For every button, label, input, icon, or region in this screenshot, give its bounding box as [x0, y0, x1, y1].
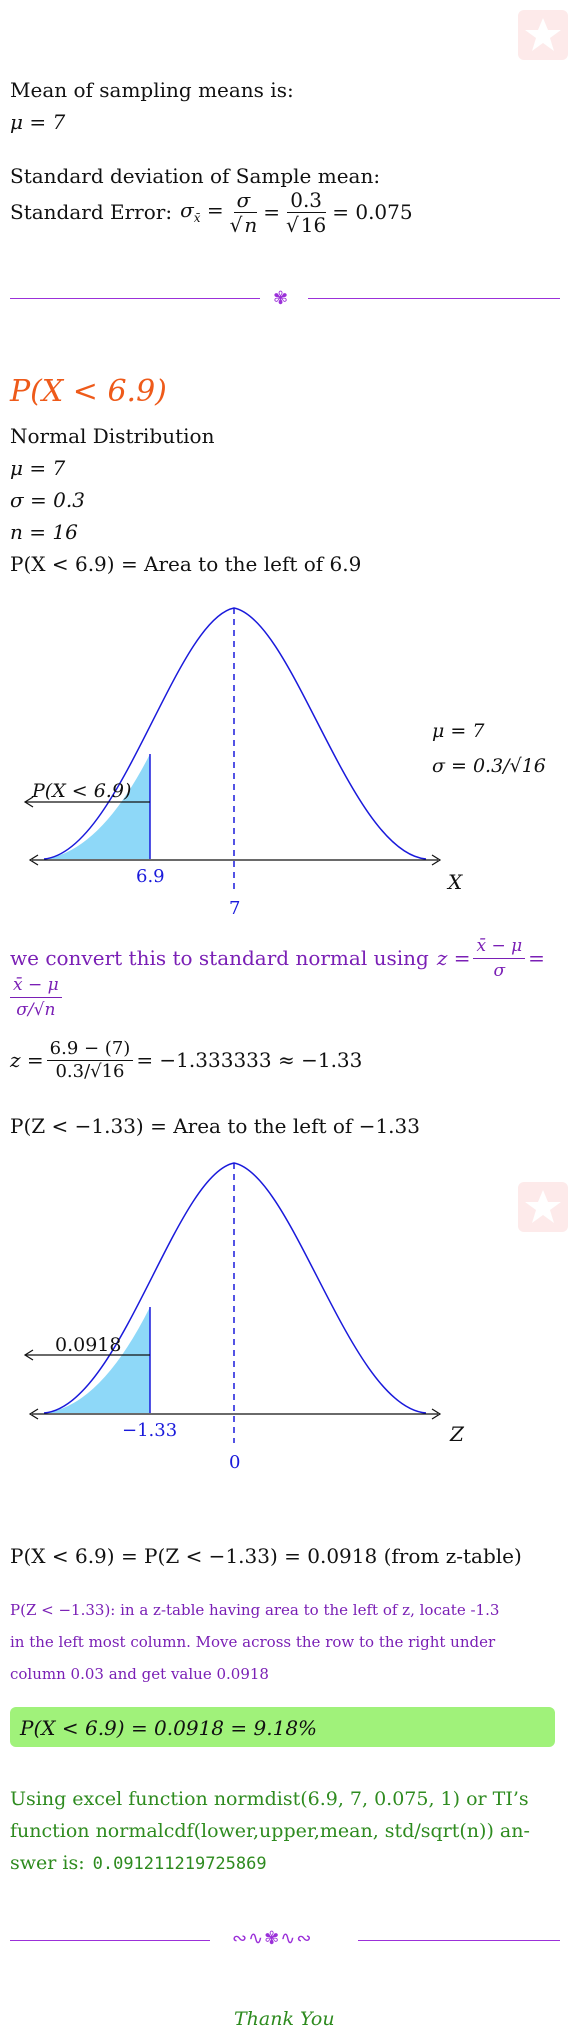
convert-statement: we convert this to standard normal using… — [10, 935, 545, 981]
mean-title: Mean of sampling means is: — [10, 78, 294, 102]
mean-value-label: 7 — [229, 898, 241, 919]
result-line: P(X < 6.9) = P(Z < −1.33) = 0.0918 (from… — [10, 1544, 522, 1568]
divider-line — [358, 1940, 560, 1941]
standard-error-equation: Standard Error: σx̄ = σ √n = 0.3 √16 = 0… — [10, 187, 413, 237]
section-heading: P(X < 6.9) — [10, 374, 167, 409]
axis-label: Z — [450, 1422, 464, 1446]
watermark-icon — [518, 10, 568, 60]
left-area-label: P(X < 6.9) — [32, 780, 132, 802]
arrow-icon — [28, 1408, 39, 1420]
normal-curve — [43, 1162, 427, 1414]
normal-curve — [43, 607, 427, 860]
se-label: Standard Error: — [10, 200, 173, 224]
z-table-note-3: column 0.03 and get value 0.0918 — [10, 1665, 269, 1683]
distribution-name: Normal Distribution — [10, 424, 215, 448]
arrow-icon — [431, 1408, 442, 1420]
excel-line-1: Using excel function normdist(6.9, 7, 0.… — [10, 1788, 529, 1810]
cut-value-label: 6.9 — [136, 866, 165, 887]
arrow-icon — [431, 854, 442, 866]
se-fraction-2: 0.3 √16 — [286, 187, 327, 237]
shaded-area — [44, 1307, 150, 1413]
graph-sigma-label: σ = 0.3/√16 — [432, 755, 546, 777]
answer-box — [10, 1707, 555, 1747]
se-result: = 0.075 — [332, 200, 413, 224]
excel-line-3: swer is: 0.091211219725869 — [10, 1852, 267, 1874]
sigma-value: σ = 0.3 — [10, 488, 85, 512]
n-value: n = 16 — [10, 520, 78, 544]
left-area-value: 0.0918 — [55, 1334, 122, 1356]
arrow-icon — [23, 1349, 34, 1361]
z-table-note-2: in the left most column. Move across the… — [10, 1633, 496, 1651]
zero-label: 0 — [229, 1452, 241, 1473]
divider-line — [10, 1940, 210, 1941]
graph-mu-label: μ = 7 — [432, 720, 485, 742]
shaded-area — [44, 754, 150, 859]
divider-line — [10, 298, 260, 299]
divider-line — [308, 298, 560, 299]
arrow-icon — [23, 796, 34, 808]
thank-you: Thank You — [234, 2008, 335, 2030]
axis-label: X — [448, 870, 463, 894]
mean-equation: μ = 7 — [10, 110, 66, 134]
cut-z-label: −1.33 — [122, 1420, 178, 1441]
z-table-note-1: P(Z < −1.33): in a z-table having area t… — [10, 1601, 500, 1619]
ornament-icon: ∾∿✾∿∾ — [232, 1928, 313, 1949]
sd-title: Standard deviation of Sample mean: — [10, 164, 381, 188]
ornament-icon: ✾ — [273, 288, 289, 309]
mu-value: μ = 7 — [10, 456, 66, 480]
area-statement: P(X < 6.9) = Area to the left of 6.9 — [10, 552, 362, 576]
z-formula-fraction: x̄ − μ σ — [473, 936, 526, 981]
excel-value: 0.091211219725869 — [92, 1854, 267, 1874]
final-answer: P(X < 6.9) = 0.0918 = 9.18% — [20, 1716, 318, 1740]
arrow-icon — [28, 854, 39, 866]
watermark-icon — [518, 1182, 568, 1232]
standard-normal-graph — [23, 1162, 442, 1443]
excel-line-2: function normalcdf(lower,upper,mean, std… — [10, 1820, 530, 1842]
z-formula-alt: x̄ − μ σ/√n — [10, 975, 62, 1020]
z-calculation: z = 6.9 − (7) 0.3/√16 = −1.333333 ≈ −1.3… — [10, 1037, 363, 1082]
normal-curve-graph — [23, 607, 442, 890]
area-statement-z: P(Z < −1.33) = Area to the left of −1.33 — [10, 1114, 420, 1138]
se-fraction-1: σ √n — [229, 187, 258, 237]
